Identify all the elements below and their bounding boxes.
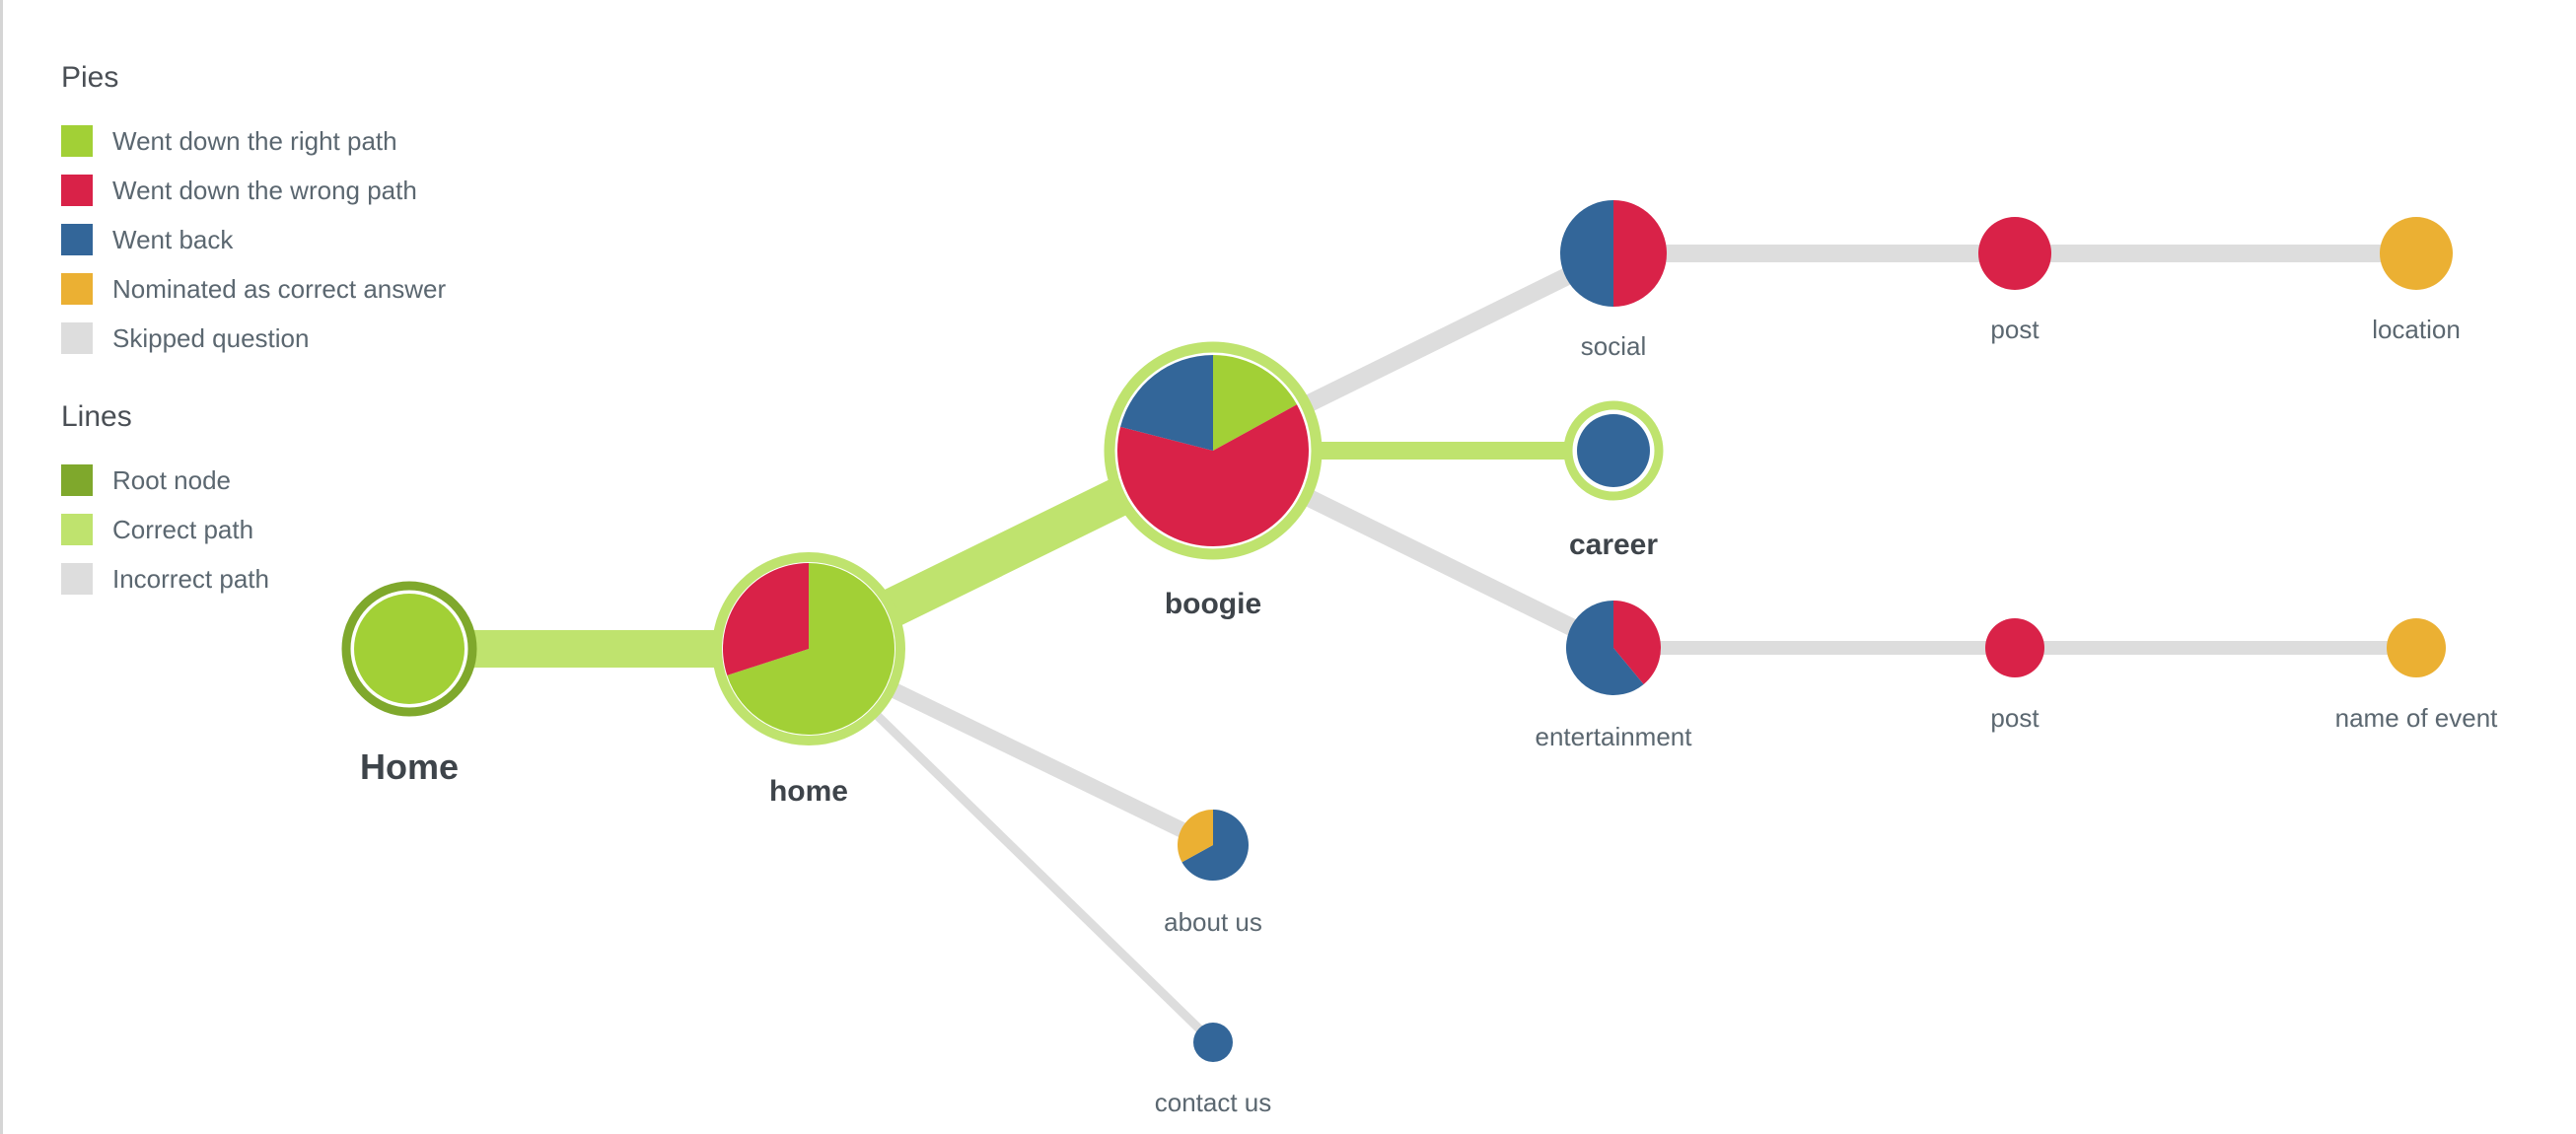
pie-slice-wrong-path <box>1985 618 2044 677</box>
legend-item-correct-path: Correct path <box>61 505 446 554</box>
legend-label: Root node <box>112 464 231 495</box>
node-label-about: about us <box>1164 907 1262 937</box>
node-about[interactable]: about us <box>1164 810 1262 937</box>
edges-layer <box>409 245 2416 1046</box>
node-label-post2: post <box>1990 703 2039 733</box>
legend-label: Nominated as correct answer <box>112 273 447 304</box>
pie-slice-wrong-path <box>1117 404 1309 547</box>
pie-slice-right-path <box>1213 355 1298 451</box>
swatch-went-back <box>61 224 93 255</box>
legend-item-wrong-path: Went down the wrong path <box>61 166 446 215</box>
node-label-career: career <box>1569 529 1658 561</box>
legend-label: Went down the right path <box>112 125 397 156</box>
legend-item-right-path: Went down the right path <box>61 116 446 166</box>
left-border <box>0 0 3 1134</box>
node-label-location: location <box>2372 315 2461 344</box>
node-social[interactable]: social <box>1560 200 1667 361</box>
pie-slice-went-back <box>1565 601 1644 695</box>
node-label-contact: contact us <box>1155 1088 1272 1117</box>
legend-lines-title: Lines <box>61 400 132 433</box>
pie-slice-went-back <box>1181 810 1249 881</box>
legend-pies: Pies Went down the right path Went down … <box>61 61 446 363</box>
pie-slice-nominated <box>2387 618 2446 677</box>
node-entertainment[interactable]: entertainment <box>1536 601 1693 751</box>
legend-lines: Lines Root node Correct path Incorrect p… <box>61 400 446 603</box>
legend-label: Went back <box>112 224 234 254</box>
legend-label: Incorrect path <box>112 563 269 594</box>
swatch-incorrect-path <box>61 563 93 595</box>
node-label-root: Home <box>360 746 459 787</box>
swatch-right-path <box>61 125 93 157</box>
node-boogie[interactable]: boogie <box>1104 341 1323 620</box>
pie-slice-nominated <box>1178 810 1213 863</box>
legend-label: Correct path <box>112 514 254 544</box>
pie-slice-wrong-path <box>1978 217 2051 290</box>
swatch-wrong-path <box>61 175 93 206</box>
legend-item-incorrect-path: Incorrect path <box>61 554 446 603</box>
legend-label: Went down the wrong path <box>112 175 417 205</box>
swatch-correct-path <box>61 514 93 545</box>
pie-slice-went-back <box>1193 1023 1233 1062</box>
node-post1[interactable]: post <box>1978 217 2051 344</box>
pie-slice-right-path <box>354 594 465 704</box>
node-label-event: name of event <box>2335 703 2499 733</box>
node-contact[interactable]: contact us <box>1155 1023 1272 1117</box>
node-label-boogie: boogie <box>1165 588 1261 620</box>
pie-slice-went-back <box>1560 200 1613 307</box>
node-location[interactable]: location <box>2372 217 2461 344</box>
pie-slice-nominated <box>2380 217 2453 290</box>
pie-slice-wrong-path <box>1613 601 1661 684</box>
legend-pies-title: Pies <box>61 61 119 94</box>
node-event[interactable]: name of event <box>2335 618 2499 733</box>
legend-item-went-back: Went back <box>61 215 446 264</box>
pie-slice-right-path <box>727 563 895 735</box>
legend-item-root-node: Root node <box>61 456 446 505</box>
pie-slice-went-back <box>1577 414 1650 487</box>
legend-item-nominated: Nominated as correct answer <box>61 264 446 314</box>
node-home[interactable]: home <box>712 552 905 808</box>
legend-item-skipped: Skipped question <box>61 314 446 363</box>
pie-slice-went-back <box>1120 354 1213 451</box>
node-career[interactable]: career <box>1563 400 1664 561</box>
node-root[interactable]: Home <box>341 581 477 787</box>
node-post2[interactable]: post <box>1985 618 2044 733</box>
node-label-home: home <box>769 775 848 808</box>
nodes-layer: Home home boogie about us contact us social ca… <box>341 200 2499 1117</box>
swatch-nominated <box>61 273 93 305</box>
swatch-skipped <box>61 322 93 354</box>
node-label-post1: post <box>1990 315 2039 344</box>
pie-slice-wrong-path <box>1613 200 1667 307</box>
legend-label: Skipped question <box>112 322 310 353</box>
node-label-social: social <box>1581 331 1646 361</box>
pie-slice-wrong-path <box>722 563 809 675</box>
node-label-entertainment: entertainment <box>1536 722 1693 751</box>
legend: Pies Went down the right path Went down … <box>61 61 446 603</box>
swatch-root-node <box>61 464 93 496</box>
